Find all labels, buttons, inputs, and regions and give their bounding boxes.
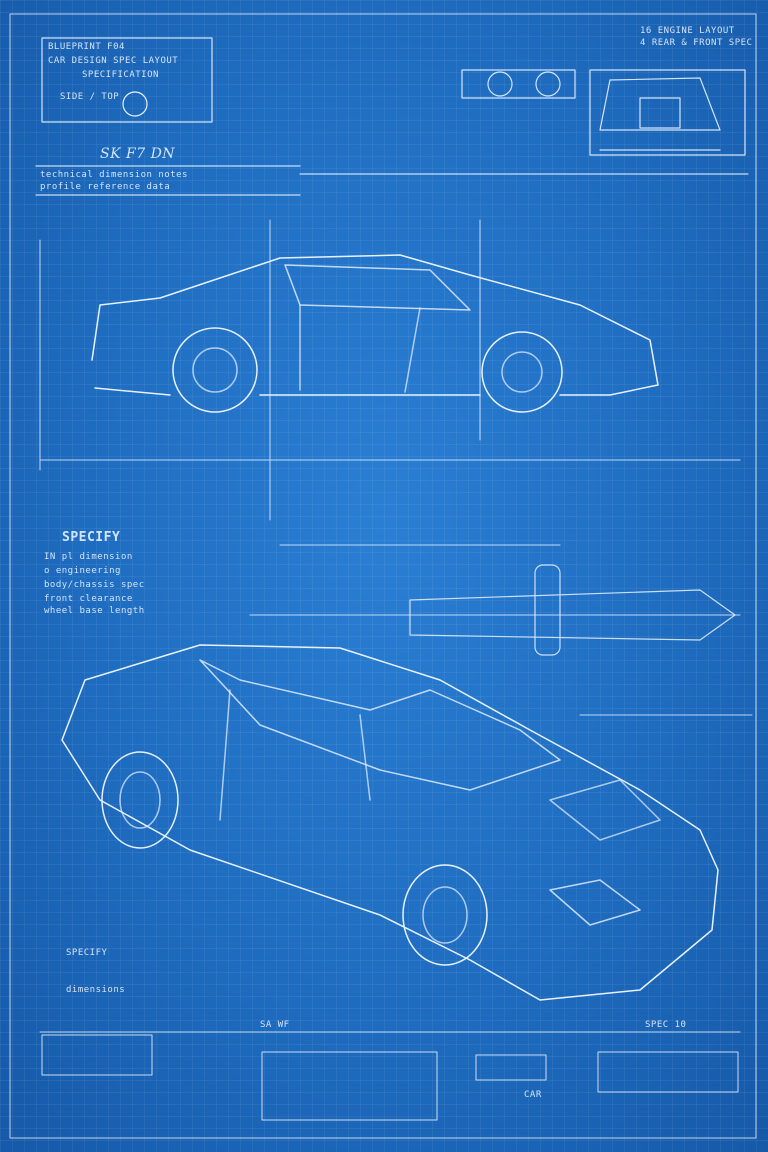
- sheet-border: [9, 13, 757, 1139]
- title-block-line-2: CAR DESIGN SPEC LAYOUT: [48, 56, 179, 66]
- top-right-label-1: 16 ENGINE LAYOUT: [640, 26, 735, 36]
- bottom-caption: CAR: [524, 1090, 542, 1100]
- front-wheel: [481, 331, 563, 413]
- bottom-detail-boxes: [41, 1034, 739, 1121]
- spec-line: front clearance: [44, 594, 133, 604]
- header-label: SK F7 DN: [100, 146, 176, 162]
- perspective-car: [61, 644, 719, 1001]
- spec-line: o engineering: [44, 566, 121, 576]
- rear-wheel-perspective: [101, 751, 179, 849]
- front-wheel-perspective: [402, 864, 488, 966]
- dimension-lines: [39, 219, 753, 1033]
- rear-wheel: [172, 327, 258, 413]
- bottom-label: SA WF: [260, 1020, 290, 1030]
- header-rules: [35, 165, 749, 196]
- wheel-sketch: [122, 91, 148, 117]
- title-block-note: SIDE / TOP: [60, 92, 120, 102]
- chassis-detail: [409, 564, 736, 656]
- header-note-2: profile reference data: [40, 182, 171, 192]
- rear-view-sketch: [589, 69, 746, 156]
- spec-line: body/chassis spec: [44, 580, 145, 590]
- bottom-right-label: SPEC 10: [645, 1020, 687, 1030]
- bottom-left-note-1: SPECIFY: [66, 948, 108, 958]
- spec-heading: SPECIFY: [62, 530, 121, 545]
- top-view-sketch: [461, 69, 576, 99]
- header-note-1: technical dimension notes: [40, 170, 188, 180]
- top-right-label-2: 4 REAR & FRONT SPEC: [640, 38, 753, 48]
- spec-line: IN pl dimension: [44, 552, 133, 562]
- spec-line: wheel base length: [44, 606, 145, 616]
- side-profile-car: [91, 254, 659, 413]
- title-block-line-1: BLUEPRINT F04: [48, 42, 125, 52]
- title-block-frame: [41, 37, 213, 123]
- bottom-left-note-2: dimensions: [66, 985, 126, 995]
- title-block-line-3: SPECIFICATION: [82, 70, 159, 80]
